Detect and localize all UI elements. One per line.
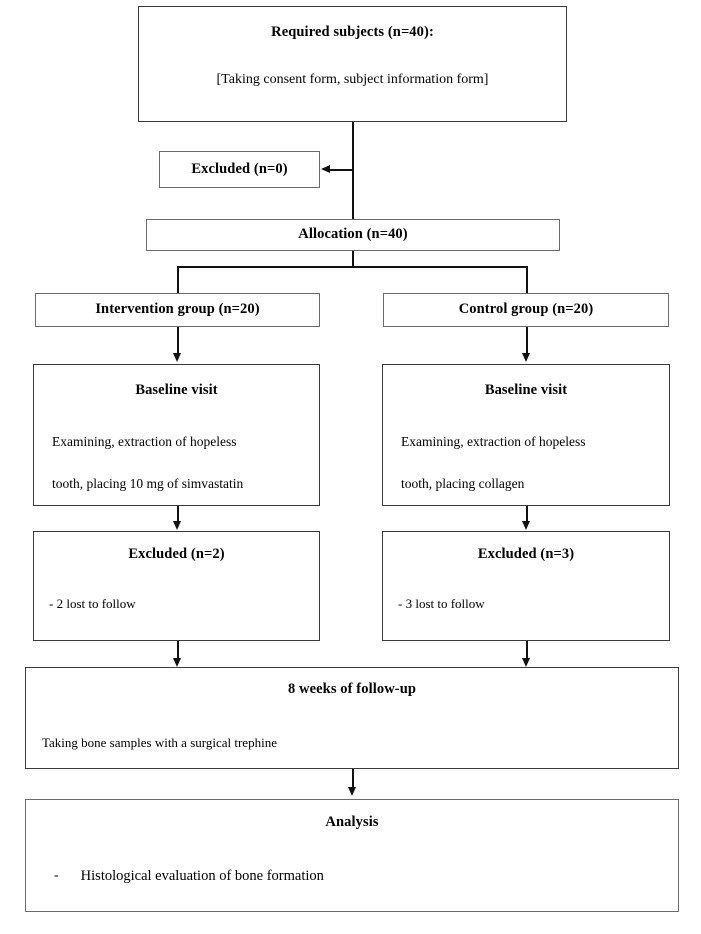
connector-split-right: [526, 266, 528, 293]
analysis-bullet-row: - Histological evaluation of bone format…: [26, 868, 678, 884]
arrow-down-control-baseline: [522, 353, 530, 362]
intervention-excluded-detail: - 2 lost to follow: [49, 596, 136, 611]
intervention-excluded-heading: Excluded (n=2): [128, 546, 225, 562]
connector-followup-to-analysis: [352, 769, 354, 789]
excluded-pre-heading: Excluded (n=0): [191, 161, 288, 177]
analysis-bullet-marker: -: [54, 868, 59, 883]
connector-to-excluded-pre: [330, 169, 353, 171]
arrow-down-analysis: [348, 787, 356, 796]
control-excluded-detail: - 3 lost to follow: [398, 596, 485, 611]
control-baseline-line1: Examining, extraction of hopeless: [401, 434, 586, 449]
connector-control-excluded-to-followup: [526, 641, 528, 660]
node-followup: 8 weeks of follow-up Taking bone samples…: [25, 667, 679, 769]
node-control-baseline: Baseline visit Examining, extraction of …: [382, 364, 670, 506]
node-intervention-excluded: Excluded (n=2) - 2 lost to follow: [33, 531, 320, 641]
node-intervention-baseline: Baseline visit Examining, extraction of …: [33, 364, 320, 506]
node-allocation: Allocation (n=40): [146, 219, 560, 251]
connector-intervention-excluded-to-followup: [177, 641, 179, 660]
arrow-left-excluded-pre: [321, 165, 330, 173]
arrow-down-intervention-excluded: [173, 521, 181, 530]
arrow-down-followup-left: [173, 658, 181, 667]
followup-detail: Taking bone samples with a surgical trep…: [42, 735, 277, 750]
node-intervention-group: Intervention group (n=20): [35, 293, 320, 327]
analysis-heading: Analysis: [325, 814, 379, 830]
arrow-down-control-excluded: [522, 521, 530, 530]
intervention-baseline-line1: Examining, extraction of hopeless: [52, 434, 237, 449]
node-excluded-pre: Excluded (n=0): [159, 151, 320, 188]
control-group-heading: Control group (n=20): [458, 301, 594, 317]
control-baseline-line2: tooth, placing collagen: [401, 476, 525, 492]
followup-heading: 8 weeks of follow-up: [287, 681, 417, 697]
node-analysis: Analysis - Histological evaluation of bo…: [25, 799, 679, 912]
analysis-bullet-text: Histological evaluation of bone formatio…: [80, 868, 324, 884]
connector-intervention-group-to-baseline: [177, 327, 179, 355]
control-baseline-heading: Baseline visit: [484, 382, 568, 398]
connector-control-baseline-to-excluded: [526, 506, 528, 524]
arrow-down-followup-right: [522, 658, 530, 667]
intervention-group-heading: Intervention group (n=20): [95, 301, 260, 317]
control-excluded-heading: Excluded (n=3): [477, 546, 575, 562]
allocation-heading: Allocation (n=40): [298, 226, 408, 242]
intervention-baseline-line2: tooth, placing 10 mg of simvastatin: [52, 476, 244, 492]
arrow-down-intervention-baseline: [173, 353, 181, 362]
connector-allocation-stem: [352, 251, 354, 267]
enrollment-detail: [Taking consent form, subject informatio…: [216, 72, 489, 87]
connector-intervention-baseline-to-excluded: [177, 506, 179, 524]
connector-split-left: [177, 266, 179, 293]
node-control-group: Control group (n=20): [383, 293, 669, 327]
intervention-baseline-heading: Baseline visit: [135, 382, 218, 398]
connector-control-group-to-baseline: [526, 327, 528, 355]
enrollment-heading: Required subjects (n=40):: [271, 24, 434, 40]
connector-allocation-split: [177, 266, 527, 268]
node-enrollment: Required subjects (n=40): [Taking consen…: [138, 6, 567, 122]
node-control-excluded: Excluded (n=3) - 3 lost to follow: [382, 531, 670, 641]
